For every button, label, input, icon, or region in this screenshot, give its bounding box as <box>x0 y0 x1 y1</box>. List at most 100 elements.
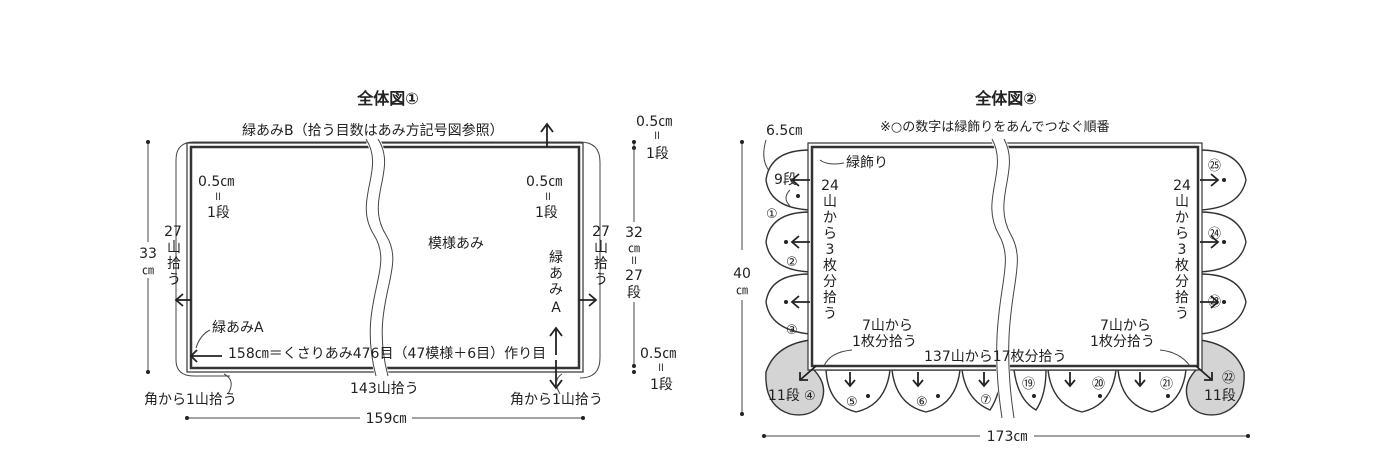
svg-text:1段: 1段 <box>207 205 230 221</box>
order-4: ④ <box>804 389 816 404</box>
order-2: ② <box>786 255 798 270</box>
svg-text:緑: 緑 <box>549 250 563 266</box>
down-arrow-head-icon <box>549 379 563 390</box>
svg-text:1段: 1段 <box>646 146 669 162</box>
right-arrow-head-icon <box>588 293 598 307</box>
rows-11-left: 11段 <box>768 388 800 404</box>
outer-edging-outline-bottom <box>175 359 230 377</box>
svg-text:枚: 枚 <box>1175 258 1189 274</box>
left-arrows <box>784 173 810 309</box>
diagram-1-title: 全体図① <box>356 89 419 108</box>
svg-text:段: 段 <box>627 285 641 301</box>
width-label: 159㎝ <box>366 411 407 427</box>
right-arrow-icon <box>1210 235 1220 249</box>
svg-text:う: う <box>1175 306 1189 322</box>
corner-left-label: 角から1山拾う <box>144 392 237 408</box>
svg-text:1枚分拾う: 1枚分拾う <box>852 334 917 350</box>
svg-text:3: 3 <box>1178 242 1187 258</box>
right-pickup-vertical-2: 24 山 か ら 3 枚 分 拾 う <box>1173 178 1191 322</box>
svg-text:ll: ll <box>631 256 637 267</box>
edge-trim-label: 緑飾り <box>846 155 888 171</box>
svg-text:拾: 拾 <box>167 256 181 272</box>
svg-text:ll: ll <box>658 363 664 374</box>
svg-text:ll: ll <box>654 131 660 142</box>
diagram-2: 全体図② ※○の数字は緑飾りをあんでつなぐ順番 6.5㎝ <box>733 89 1250 445</box>
svg-text:ら: ら <box>823 226 837 242</box>
order-20: ⑳ <box>1092 377 1105 392</box>
svg-text:あ: あ <box>549 266 563 282</box>
svg-text:山: 山 <box>823 194 837 210</box>
svg-text:0.5㎝: 0.5㎝ <box>198 174 234 190</box>
bottom-pickup-label: 143山拾う <box>350 381 419 397</box>
height-value: 33 <box>139 246 157 262</box>
svg-text:拾: 拾 <box>594 256 608 272</box>
svg-text:う: う <box>823 306 837 322</box>
foundation-chain-label: 158㎝＝くさりあみ476目（47模様＋6目）作り目 <box>228 346 546 362</box>
corner-arrow-right-icon <box>1204 372 1213 381</box>
side-top-note: 0.5㎝ ll 1段 <box>636 114 672 162</box>
svg-text:ll: ll <box>545 192 551 203</box>
svg-text:分: 分 <box>1175 274 1189 290</box>
side-middle-note: 32 ㎝ ll 27 段 <box>625 225 643 301</box>
right-arrows <box>1200 173 1226 309</box>
svg-text:1段: 1段 <box>535 205 558 221</box>
height-value-2: 40 <box>733 266 751 282</box>
up-arrow-inner-head-icon <box>549 326 563 337</box>
svg-text:う: う <box>167 272 181 288</box>
green-edge-b-label: 緑あみB（拾う目数はあみ方記号図参照） <box>242 122 504 139</box>
order-21: ㉑ <box>1160 377 1173 392</box>
bottom-pickup-label-2: 137山から17枚分拾う <box>924 349 1067 365</box>
order-24: ㉔ <box>1208 227 1221 242</box>
right-inner-row-note: 0.5㎝ ll 1段 <box>526 174 562 221</box>
left-inner-row-note: 0.5㎝ ll 1段 <box>198 174 234 221</box>
rows-9-label: 9段 <box>774 172 797 188</box>
order-22: ㉒ <box>1222 371 1235 386</box>
order-3: ③ <box>786 323 798 338</box>
break-line-left <box>365 138 382 377</box>
svg-text:山: 山 <box>594 240 608 256</box>
bottom-down-arrows <box>844 372 1170 398</box>
order-7: ⑦ <box>980 393 992 408</box>
order-25: ㉕ <box>1208 159 1221 174</box>
svg-text:0.5㎝: 0.5㎝ <box>526 174 562 190</box>
svg-text:27: 27 <box>164 224 182 240</box>
svg-text:拾: 拾 <box>823 290 837 306</box>
svg-text:3: 3 <box>826 242 835 258</box>
left-arrow-head-icon <box>174 293 184 307</box>
svg-text:山: 山 <box>167 240 181 256</box>
bottom-left-pickup: 7山から 1枚分拾う <box>852 318 917 350</box>
svg-text:か: か <box>1175 210 1189 226</box>
order-19: ⑲ <box>1022 377 1035 392</box>
order-6: ⑥ <box>916 395 928 410</box>
left-arrow-chain-icon <box>189 349 198 363</box>
svg-text:7山から: 7山から <box>1100 318 1151 334</box>
height-unit: ㎝ <box>142 263 154 277</box>
pattern-label: 模様あみ <box>428 236 484 252</box>
right-pickup-vertical: 27 山 拾 う <box>592 224 610 288</box>
right-arrow-icon <box>1210 173 1220 187</box>
down-arrow-icon <box>844 379 856 388</box>
svg-text:0.5㎝: 0.5㎝ <box>640 346 676 362</box>
svg-text:32: 32 <box>625 225 643 241</box>
corner-arrow-left-icon <box>799 372 808 381</box>
order-5: ⑤ <box>846 395 858 410</box>
left-pickup-vertical: 27 山 拾 う <box>164 224 182 288</box>
right-arrow-icon <box>1210 295 1220 309</box>
svg-text:か: か <box>823 210 837 226</box>
corner-size-label: 6.5㎝ <box>766 123 802 139</box>
order-23: ㉓ <box>1208 295 1221 310</box>
rows-11-right: 11段 <box>1204 388 1236 404</box>
svg-text:27: 27 <box>625 268 643 284</box>
svg-text:拾: 拾 <box>1175 290 1189 306</box>
height-unit-2: ㎝ <box>736 283 748 297</box>
svg-text:う: う <box>594 272 608 288</box>
break-gap-2 <box>990 135 1019 420</box>
diagram-2-title: 全体図② <box>974 89 1037 108</box>
order-1: ① <box>766 207 778 222</box>
diagram-1: 全体図① 緑あみB（拾う目数はあみ方記号図参照） 模様あみ 0.5㎝ ll 1段… <box>136 89 676 427</box>
left-pickup-vertical-2: 24 山 か ら 3 枚 分 拾 う <box>821 178 839 322</box>
svg-text:7山から: 7山から <box>862 318 913 334</box>
svg-text:24: 24 <box>821 178 839 194</box>
side-bottom-note: 0.5㎝ ll 1段 <box>640 346 676 393</box>
